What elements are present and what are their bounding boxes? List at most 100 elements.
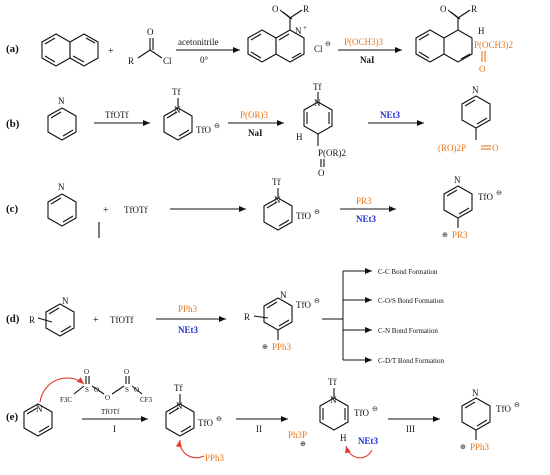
quinolinium-n: N <box>295 26 302 36</box>
dihydropyridine-e-n: N <box>330 395 337 405</box>
acyl-r: R <box>128 56 134 66</box>
dihydropyridine-e-h: H <box>340 433 347 443</box>
substituted-pyridine-d <box>37 303 75 337</box>
plus-d: + <box>93 315 99 326</box>
phosphonium-d-r: R <box>244 312 250 322</box>
phosphonium-e-p: PPh3 <box>470 442 490 452</box>
pyridine-e-n: N <box>36 404 43 414</box>
phosphonium-pyridine-e <box>461 397 491 440</box>
reagent-c1: TfOTf <box>124 205 148 215</box>
pyridyl-phosphonate-n: N <box>472 85 479 95</box>
pyridinium-e-tfo: TfO <box>198 418 213 428</box>
row-b-label: (b) <box>6 118 20 130</box>
phosphonium-c-tfo: TfO <box>478 192 493 202</box>
step-e1: I <box>113 424 116 434</box>
pyridine-c-n: N <box>58 182 65 192</box>
phosphonium-pyridine-c <box>443 185 473 228</box>
reagent-d1: TfOTf <box>110 315 134 325</box>
tf2o-o4: O <box>134 386 139 394</box>
tf2o-o3: O <box>124 368 129 376</box>
dihydroquinoline-phosphonate <box>415 9 473 63</box>
reagent-b3: NEt3 <box>380 110 400 120</box>
pyridinium-c-n: N <box>274 195 281 205</box>
reagent-c2-bottom: NEt3 <box>356 214 376 224</box>
row-d-label: (d) <box>6 313 20 325</box>
pyridinium-b-n: N <box>174 105 181 115</box>
pyridinium-e <box>165 394 195 437</box>
tf2o-o2: O <box>94 386 99 394</box>
pyridyl-phosphonate-o: O <box>492 143 499 153</box>
pyridinium-c <box>263 188 293 231</box>
quinolinium-cl: Cl <box>314 44 323 54</box>
dihydropyridine-e-tfo: TfO <box>354 408 369 418</box>
red-arrow-2 <box>175 439 205 459</box>
reagent-e1: TfOTf <box>101 408 120 416</box>
reagent-b2-top: P(OR)3 <box>240 110 269 120</box>
quinolinium-cl-minus: ⊖ <box>325 40 331 48</box>
outcome-cn: C-N Bond Formation <box>378 327 438 335</box>
quinoline <box>41 33 99 67</box>
phosphonium-e-tfo: TfO <box>496 404 511 414</box>
step-e3: III <box>406 424 415 434</box>
phosphonium-e-plus: ⊕ <box>460 443 466 451</box>
phosphonium-d-plus: ⊕ <box>262 343 268 351</box>
dihydropyridine-e-plus: ⊕ <box>300 440 306 448</box>
phos-o: O <box>479 64 486 74</box>
tf2o-s2: S <box>125 386 129 394</box>
phos-h: H <box>478 26 485 36</box>
tf2o-cf3: CF3 <box>140 396 153 404</box>
pyridyl-phosphonate <box>461 95 491 140</box>
pyridyl-phosphonate-group: (RO)2P <box>438 143 466 153</box>
phosphonium-d-tfo: TfO <box>296 300 311 310</box>
dihydropyridine-e-tf: Tf <box>328 377 337 387</box>
dihydropyridine-b <box>303 92 333 146</box>
phos-r: R <box>471 4 477 14</box>
red-arrow-1 <box>39 377 85 403</box>
pyridinium-e-tfo-minus: ⊖ <box>216 415 222 423</box>
phosphonium-c-n: N <box>454 175 461 185</box>
phosphonium-e-tfo-minus: ⊖ <box>514 401 520 409</box>
phosphonium-d-tfo-minus: ⊖ <box>314 297 320 305</box>
pyridine-b-n: N <box>58 96 65 106</box>
reagent-b2-bottom: NaI <box>248 128 263 138</box>
reagent-e-net3: NEt3 <box>358 436 378 446</box>
pyridinium-e-n: N <box>176 401 183 411</box>
quinolinium-o: O <box>272 4 279 14</box>
reagent-b1: TfOTf <box>105 110 129 120</box>
pyridinium-b-tf: Tf <box>172 87 181 97</box>
acyl-cl: Cl <box>163 56 172 66</box>
pyridinium-c-tfo: TfO <box>296 211 311 221</box>
tf2o-f3c: F3C <box>60 396 72 404</box>
step-e2: II <box>256 424 262 434</box>
pyridinium-b <box>163 98 193 141</box>
phosphonium-e-n: N <box>472 388 479 398</box>
pyridinium-c-tf: Tf <box>272 177 281 187</box>
acyl-chloride <box>137 38 163 59</box>
phosphonium-d-p: PPh3 <box>272 342 292 352</box>
reagent-a2-top: P(OCH3)3 <box>344 37 384 47</box>
pyridine-b <box>47 107 77 141</box>
reagent-d-top: PPh3 <box>178 304 198 314</box>
tf2o-obridge: O <box>105 394 110 402</box>
row-a-label: (a) <box>6 43 19 55</box>
phosphonium-c-tfo-minus: ⊖ <box>496 189 502 197</box>
quinolinium-plus: + <box>303 24 307 32</box>
pyridinium-b-tfo-minus: ⊖ <box>214 122 220 130</box>
dihydropyridine-e-tfo-minus: ⊖ <box>372 405 378 413</box>
pyridinium-c-tfo-minus: ⊖ <box>314 208 320 216</box>
outcome-cdt: C-D/T Bond Formation <box>378 357 444 365</box>
row-e-label: (e) <box>6 411 19 423</box>
pyridine-c <box>47 193 77 227</box>
triflic-anhydride <box>73 376 143 395</box>
plus-c: + <box>103 205 109 216</box>
reagent-a1-top: acetonitrile <box>178 37 218 47</box>
red-arrow-3 <box>345 445 373 459</box>
reagent-a2-bottom: NaI <box>360 55 375 65</box>
outcome-cos: C-O/S Bond Formation <box>378 297 444 305</box>
branch-arrows <box>322 268 372 363</box>
reagent-a1-bottom: 0° <box>200 55 209 65</box>
phosphonium-c-plus: ⊕ <box>442 231 448 239</box>
pyridinium-e-tf: Tf <box>174 383 183 393</box>
dihydropyridine-b-h: H <box>296 132 303 142</box>
